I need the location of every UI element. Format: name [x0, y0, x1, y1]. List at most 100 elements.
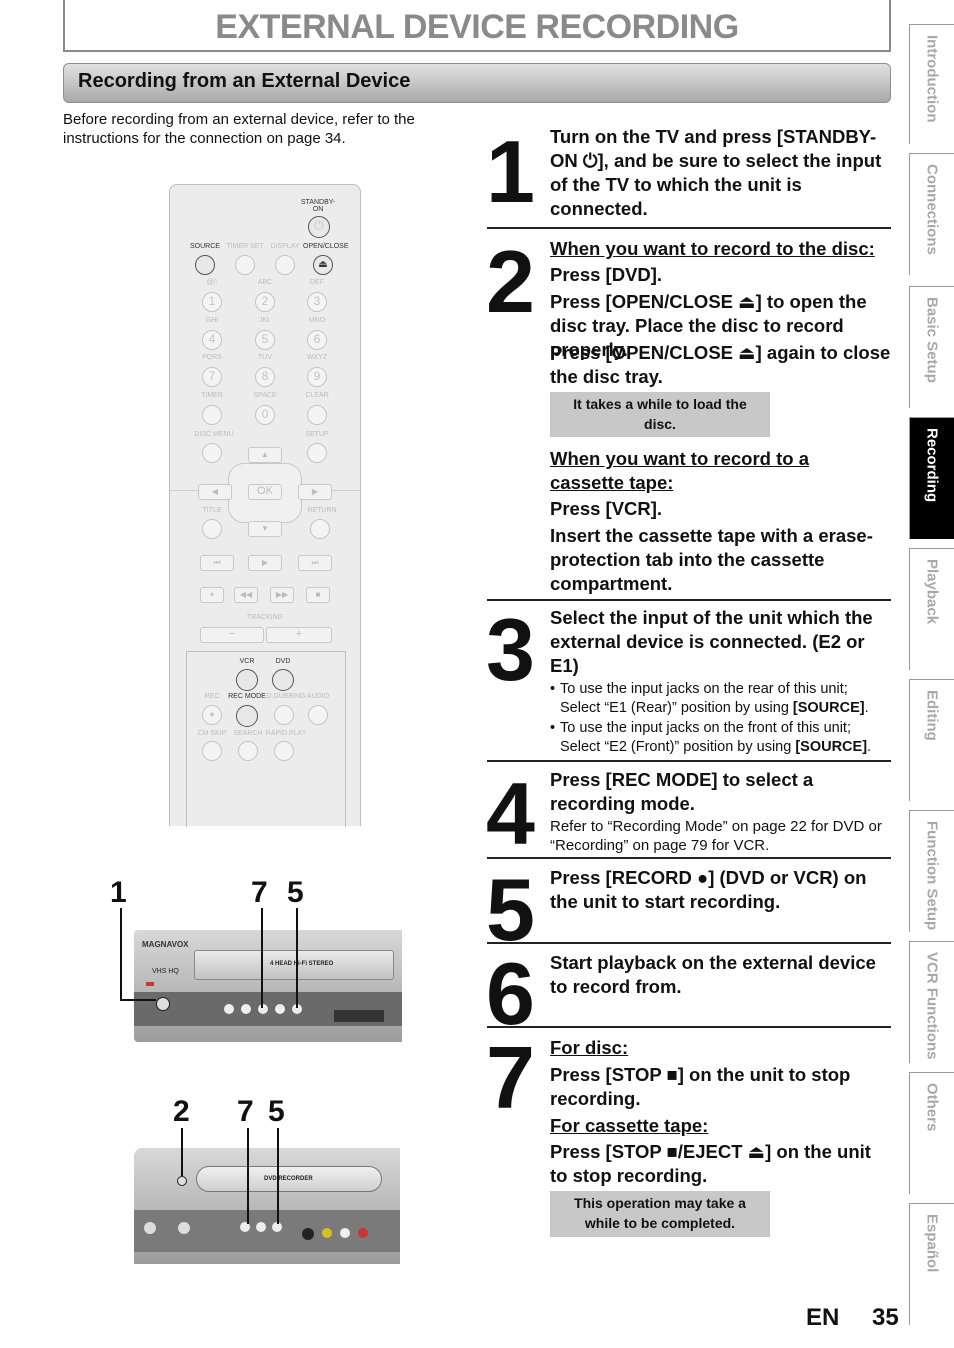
callout-number: 5: [268, 1095, 285, 1128]
audio-button[interactable]: [308, 705, 328, 725]
return-button[interactable]: [310, 519, 330, 539]
page-title: EXTERNAL DEVICE RECORDING: [215, 8, 739, 46]
vcr-label: VCR: [239, 658, 255, 665]
title-frame: [63, 0, 891, 52]
dvd-recorder-panel: DVD RECORDER: [134, 1148, 400, 1264]
search-button[interactable]: [238, 741, 258, 761]
tab-introduction[interactable]: Introduction: [909, 24, 954, 144]
tab-label: VCR Functions: [923, 952, 941, 1060]
key-2[interactable]: 2: [255, 292, 275, 312]
key-label: WXYZ: [306, 354, 328, 361]
stop-eject-button[interactable]: [258, 1004, 268, 1014]
standby-label: STANDBY-ON: [300, 199, 336, 213]
timer-button[interactable]: [202, 405, 222, 425]
step-3-text: Select the input of the unit which the e…: [550, 607, 873, 676]
device-label: DVD RECORDER: [264, 1176, 313, 1182]
front-button[interactable]: [224, 1004, 234, 1014]
key-label: TIMER: [201, 392, 223, 399]
timer-set-button[interactable]: [235, 255, 255, 275]
language-label: EN: [806, 1304, 840, 1331]
key-1[interactable]: 1: [202, 292, 222, 312]
tab-editing[interactable]: Editing: [909, 679, 954, 801]
vcr-button[interactable]: [236, 669, 258, 691]
step-divider: [487, 942, 891, 944]
tab-label: Connections: [923, 164, 941, 255]
tab-playback[interactable]: Playback: [909, 548, 954, 670]
tab-basic-setup[interactable]: Basic Setup: [909, 286, 954, 408]
pause-icon[interactable]: ⏸: [200, 587, 224, 603]
step-number: 7: [486, 1028, 535, 1127]
section-header-bar: [63, 63, 891, 103]
fast-forward-icon[interactable]: ▶▶: [270, 587, 294, 603]
tab-others[interactable]: Others: [909, 1072, 954, 1194]
front-button[interactable]: [241, 1004, 251, 1014]
bullet-text: To use the input jacks on the front of t…: [560, 720, 851, 755]
record-button[interactable]: [292, 1004, 302, 1014]
open-close-button[interactable]: [177, 1176, 187, 1186]
key-4[interactable]: 4: [202, 330, 222, 350]
rapid-play-button[interactable]: [274, 741, 294, 761]
cm-skip-label: CM SKIP: [197, 730, 227, 737]
audio-l-jack: [340, 1228, 350, 1238]
tab-label: Recording: [923, 428, 941, 503]
search-label: SEARCH: [233, 730, 263, 737]
key-5[interactable]: 5: [255, 330, 275, 350]
rec-mode-button[interactable]: [236, 705, 258, 727]
record-button[interactable]: [272, 1222, 282, 1232]
play-button[interactable]: [256, 1222, 266, 1232]
lower-panel: [186, 651, 346, 827]
insert-tape-text: Insert the cassette tape with a erase-pr…: [550, 525, 873, 594]
right-arrow-icon[interactable]: ▶: [298, 484, 332, 500]
tab-label: Others: [923, 1083, 941, 1132]
open-tray-text: Press [OPEN/CLOSE ⏏] to open the disc tr…: [550, 291, 867, 360]
dubbing-button[interactable]: [274, 705, 294, 725]
rec-button[interactable]: ●: [202, 705, 222, 725]
stop-icon[interactable]: ■: [306, 587, 330, 603]
timer-set-label: TIMER SET: [226, 243, 264, 250]
callout-number: 5: [287, 876, 304, 909]
bullet-key: [SOURCE]: [795, 739, 868, 755]
tab-espanol[interactable]: Español: [909, 1203, 954, 1325]
key-6[interactable]: 6: [307, 330, 327, 350]
tab-function-setup[interactable]: Function Setup: [909, 810, 954, 932]
setup-button[interactable]: [307, 443, 327, 463]
disc-menu-button[interactable]: [202, 443, 222, 463]
tape-heading: For cassette tape:: [550, 1115, 709, 1136]
ok-button[interactable]: OK: [248, 484, 282, 500]
key-0[interactable]: 0: [255, 405, 275, 425]
play-button[interactable]: [275, 1004, 285, 1014]
standby-button[interactable]: [156, 997, 170, 1011]
left-arrow-icon[interactable]: ◀: [198, 484, 232, 500]
cm-skip-button[interactable]: [202, 741, 222, 761]
down-arrow-icon[interactable]: ▼: [248, 521, 282, 537]
key-label: DEF: [310, 279, 324, 286]
press-vcr: Press [VCR].: [550, 498, 663, 519]
tab-recording[interactable]: Recording: [909, 417, 954, 539]
key-7[interactable]: 7: [202, 367, 222, 387]
play-icon[interactable]: ▶: [248, 555, 282, 571]
remote-control: STANDBY-ON ⏻ SOURCE TIMER SET DISPLAY OP…: [169, 184, 361, 827]
title-button[interactable]: [202, 519, 222, 539]
tab-connections[interactable]: Connections: [909, 153, 954, 275]
rewind-icon[interactable]: ◀◀: [234, 587, 258, 603]
skip-forward-icon[interactable]: ⏭: [298, 555, 332, 571]
display-button[interactable]: [275, 255, 295, 275]
key-9[interactable]: 9: [307, 367, 327, 387]
standby-button[interactable]: ⏻: [308, 216, 330, 238]
dvd-label: DVD: [275, 658, 291, 665]
skip-back-icon[interactable]: ⏮: [200, 555, 234, 571]
clear-button[interactable]: [307, 405, 327, 425]
front-button[interactable]: [144, 1222, 156, 1234]
tracking-minus-button[interactable]: −: [200, 627, 264, 643]
front-button[interactable]: [178, 1222, 190, 1234]
source-button[interactable]: [195, 255, 215, 275]
up-arrow-icon[interactable]: ▲: [248, 447, 282, 463]
tracking-plus-button[interactable]: +: [266, 627, 332, 643]
stop-button[interactable]: [240, 1222, 250, 1232]
key-8[interactable]: 8: [255, 367, 275, 387]
dvd-button[interactable]: [272, 669, 294, 691]
bullet-key: [SOURCE]: [792, 700, 865, 716]
open-close-button[interactable]: ⏏: [313, 255, 333, 275]
key-3[interactable]: 3: [307, 292, 327, 312]
tab-vcr-functions[interactable]: VCR Functions: [909, 941, 954, 1063]
